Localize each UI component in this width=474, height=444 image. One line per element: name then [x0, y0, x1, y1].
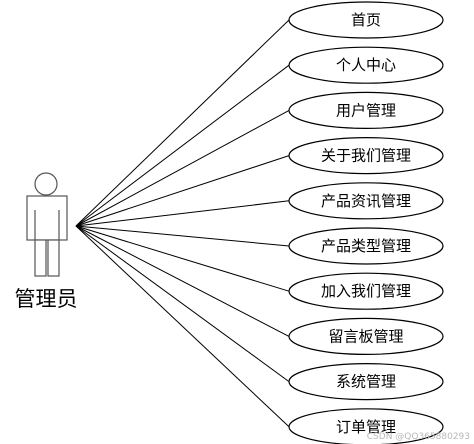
- use-case-list: 首页个人中心用户管理关于我们管理产品资讯管理产品类型管理加入我们管理留言板管理系…: [288, 1, 444, 444]
- use-case: 系统管理: [288, 363, 444, 401]
- association-line: [75, 225, 290, 337]
- association-line: [75, 109, 290, 227]
- use-case-ellipse: [288, 137, 444, 175]
- use-case-ellipse: [288, 363, 444, 401]
- use-case-label: 产品类型管理: [321, 237, 411, 255]
- use-case: 关于我们管理: [288, 137, 444, 175]
- use-case-ellipse: [288, 91, 444, 130]
- association-lines: [75, 19, 290, 428]
- use-case: 订单管理: [288, 408, 444, 444]
- actor-label: 管理员: [15, 287, 78, 311]
- association-line: [75, 19, 290, 227]
- use-case-label: 系统管理: [336, 373, 396, 391]
- use-case: 产品类型管理: [288, 227, 444, 265]
- association-line: [75, 225, 290, 247]
- use-case-ellipse: [288, 272, 444, 310]
- use-case-ellipse: [288, 182, 444, 220]
- actor-head: [34, 172, 58, 196]
- use-case-label: 用户管理: [336, 101, 396, 119]
- actor-admin: 管理员: [15, 172, 78, 311]
- use-case-ellipse: [288, 317, 444, 355]
- association-line: [75, 200, 290, 227]
- use-case: 用户管理: [288, 91, 444, 130]
- association-line: [75, 225, 290, 428]
- association-line: [75, 155, 290, 227]
- use-case: 加入我们管理: [288, 272, 444, 310]
- association-line: [75, 225, 290, 383]
- use-case-ellipse: [288, 408, 444, 444]
- use-case-label: 留言板管理: [328, 327, 403, 345]
- actor-right-leg: [47, 239, 60, 277]
- use-case-label: 首页: [351, 11, 381, 29]
- use-case: 个人中心: [288, 46, 444, 84]
- use-case: 留言板管理: [288, 317, 444, 355]
- use-case-label: 加入我们管理: [321, 282, 411, 300]
- watermark: CSDN @QQ365880293: [367, 432, 470, 442]
- actor-torso: [26, 195, 68, 241]
- association-line: [75, 225, 290, 292]
- use-case-ellipse: [288, 46, 444, 84]
- use-case-label: 产品资讯管理: [321, 192, 411, 210]
- use-case-ellipse: [288, 1, 444, 39]
- actor-left-leg: [34, 239, 47, 277]
- use-case-ellipse: [288, 227, 444, 265]
- use-case: 产品资讯管理: [288, 182, 444, 220]
- association-line: [75, 64, 290, 227]
- use-case: 首页: [288, 1, 444, 39]
- use-case-label: 关于我们管理: [321, 147, 411, 165]
- use-case-label: 个人中心: [336, 56, 396, 74]
- use-case-label: 订单管理: [336, 418, 396, 436]
